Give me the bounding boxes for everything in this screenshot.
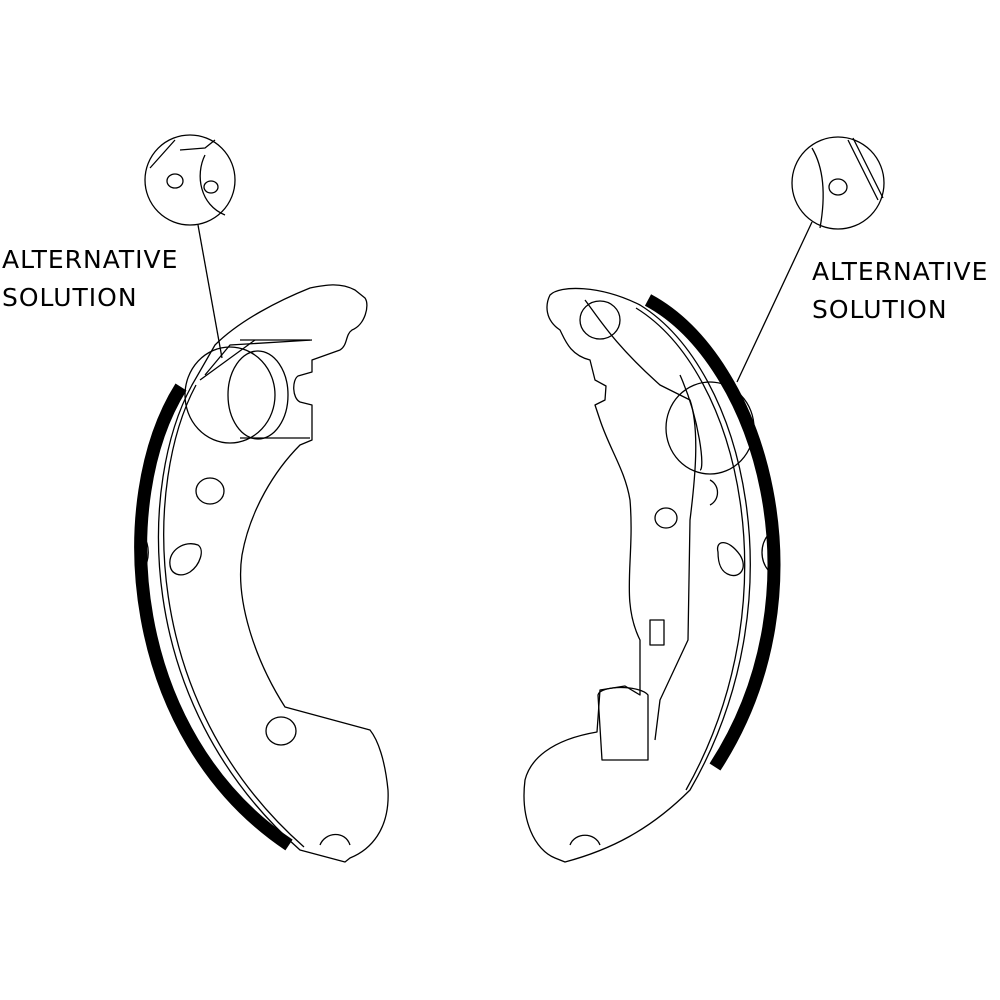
right-slot [716,541,744,577]
left-lining [134,383,293,851]
left-callout-label-line1: ALTERNATIVE [2,245,178,274]
right-rim-line [635,307,746,791]
left-callout-leader [197,224,223,359]
left-rim-line [163,384,305,848]
left-notch [142,534,149,571]
left-slot [169,543,202,576]
left-shoe-outline [157,284,389,863]
right-lining [644,294,781,771]
right-callout-label-line2: SOLUTION [812,295,948,324]
left-web-edge [204,339,313,376]
right-notch-lower [569,834,601,846]
left-detail-circle [184,346,276,444]
right-rivet-hole [654,507,678,529]
left-web-edge-2 [199,339,256,381]
left-notch-lower [319,833,351,846]
right-detail-line [679,374,703,471]
left-callout-hole-2 [203,180,219,194]
right-callout-label-line1: ALTERNATIVE [812,257,988,286]
right-small-notch [709,479,719,506]
right-callout-magnifier [791,136,885,230]
left-hole-lower [265,716,297,746]
right-detail-circle [665,381,755,475]
left-callout-magnifier [144,134,236,226]
right-brake-shoe: ALTERNATIVE SOLUTION [523,136,988,863]
right-square-hole [649,619,665,646]
right-callout-detail [811,137,884,229]
left-pin-circle [227,350,289,440]
left-callout-label-line2: SOLUTION [2,283,138,312]
right-anchor-block [597,686,649,761]
left-brake-shoe: ALTERNATIVE SOLUTION [2,134,389,863]
right-top-hole [579,300,621,340]
right-callout-leader [736,221,813,383]
left-callout-detail [149,139,226,216]
right-notch [761,534,769,571]
right-callout-hole [828,178,848,196]
left-callout-hole [166,173,184,189]
left-hole [195,477,225,505]
